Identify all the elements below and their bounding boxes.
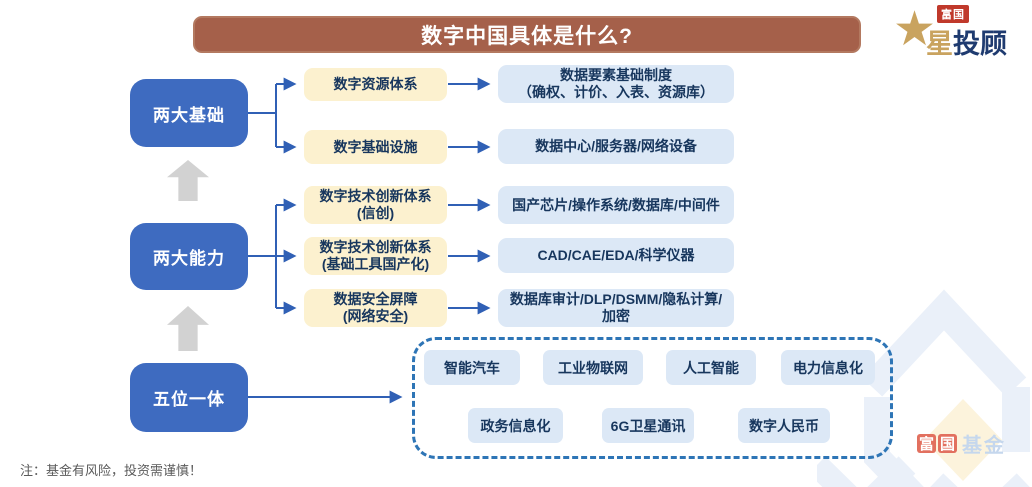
item-6g-satellite: 6G卫星通讯 [602,408,694,443]
five-in-one-container [412,337,893,459]
page-title: 数字中国具体是什么? [421,24,633,48]
detail-node-db-audit: 数据库审计/DLP/DSMM/隐私计算/加密 [498,289,734,327]
node-label: 两大基础 [153,105,225,125]
mid-node-digital-resources: 数字资源体系 [304,68,447,101]
node-five-in-one: 五位一体 [130,363,248,432]
detail-node-label: CAD/CAE/EDA/科学仪器 [537,247,695,263]
logo-xing-char: 星 [926,29,953,59]
up-arrow-icon [167,160,209,201]
item-digital-rmb: 数字人民币 [738,408,830,443]
detail-node-label: 数据库审计/DLP/DSMM/隐私计算/加密 [509,291,723,324]
detail-node-label: 数据中心/服务器/网络设备 [535,138,697,154]
item-ai: 人工智能 [666,350,756,385]
mid-node-label: 数字技术创新体系 (基础工具国产化) [319,239,432,272]
detail-node-label: 国产芯片/操作系统/数据库/中间件 [512,196,720,213]
node-two-foundations: 两大基础 [130,79,248,147]
item-power-informatization: 电力信息化 [781,350,875,385]
item-label: 6G卫星通讯 [610,417,686,434]
item-label: 工业物联网 [558,359,628,376]
node-label: 两大能力 [153,249,225,268]
item-label: 政务信息化 [480,417,551,434]
detail-node-data-element-system: 数据要素基础制度 （确权、计价、入表、资源库） [498,65,734,103]
logo-wordmark: 星投顾 [926,22,1007,61]
star-icon: ★ [893,3,937,56]
item-smart-cars: 智能汽车 [424,350,520,385]
mid-node-label: 数字技术创新体系 (信创) [319,188,432,221]
mid-node-innovation-xinchuang: 数字技术创新体系 (信创) [304,186,447,224]
detail-node-domestic-chips: 国产芯片/操作系统/数据库/中间件 [498,186,734,224]
mid-node-label: 数字资源体系 [333,76,418,92]
watermark-char-fu: 富 [917,434,936,453]
item-gov-informatization: 政务信息化 [468,408,563,443]
detail-node-datacenter: 数据中心/服务器/网络设备 [498,129,734,164]
item-label: 人工智能 [683,359,739,376]
item-label: 电力信息化 [793,359,863,376]
mid-node-digital-infrastructure: 数字基础设施 [304,130,447,164]
mid-node-innovation-tools: 数字技术创新体系 (基础工具国产化) [304,237,447,275]
title-banner: 数字中国具体是什么? [193,16,861,53]
logo-badge: 富国 [937,5,969,23]
watermark-chars-jijin: 基金 [962,435,1006,457]
item-label: 数字人民币 [749,417,819,434]
node-label: 五位一体 [153,390,225,409]
detail-node-label: 数据要素基础制度 （确权、计价、入表、资源库） [518,67,714,100]
mid-node-data-security: 数据安全屏障 (网络安全) [304,289,447,327]
watermark-gold-diamond [924,399,1002,481]
item-label: 智能汽车 [444,359,500,376]
logo-brand-chars: 投顾 [953,29,1007,59]
item-industrial-iot: 工业物联网 [543,350,643,385]
node-two-capabilities: 两大能力 [130,223,248,290]
mid-node-label: 数据安全屏障 (网络安全) [333,291,418,324]
risk-disclaimer: 注：基金有风险，投资需谨慎！ [20,463,203,478]
watermark-brand-text: 富 国 基金 [917,429,1006,458]
watermark-char-guo: 国 [938,434,957,453]
detail-node-cad-cae: CAD/CAE/EDA/科学仪器 [498,238,734,273]
up-arrow-icon [167,306,209,351]
fullgoal-xingtougu-logo: ★ 富国 星投顾 [893,2,1030,64]
mid-node-label: 数字基础设施 [333,138,418,155]
